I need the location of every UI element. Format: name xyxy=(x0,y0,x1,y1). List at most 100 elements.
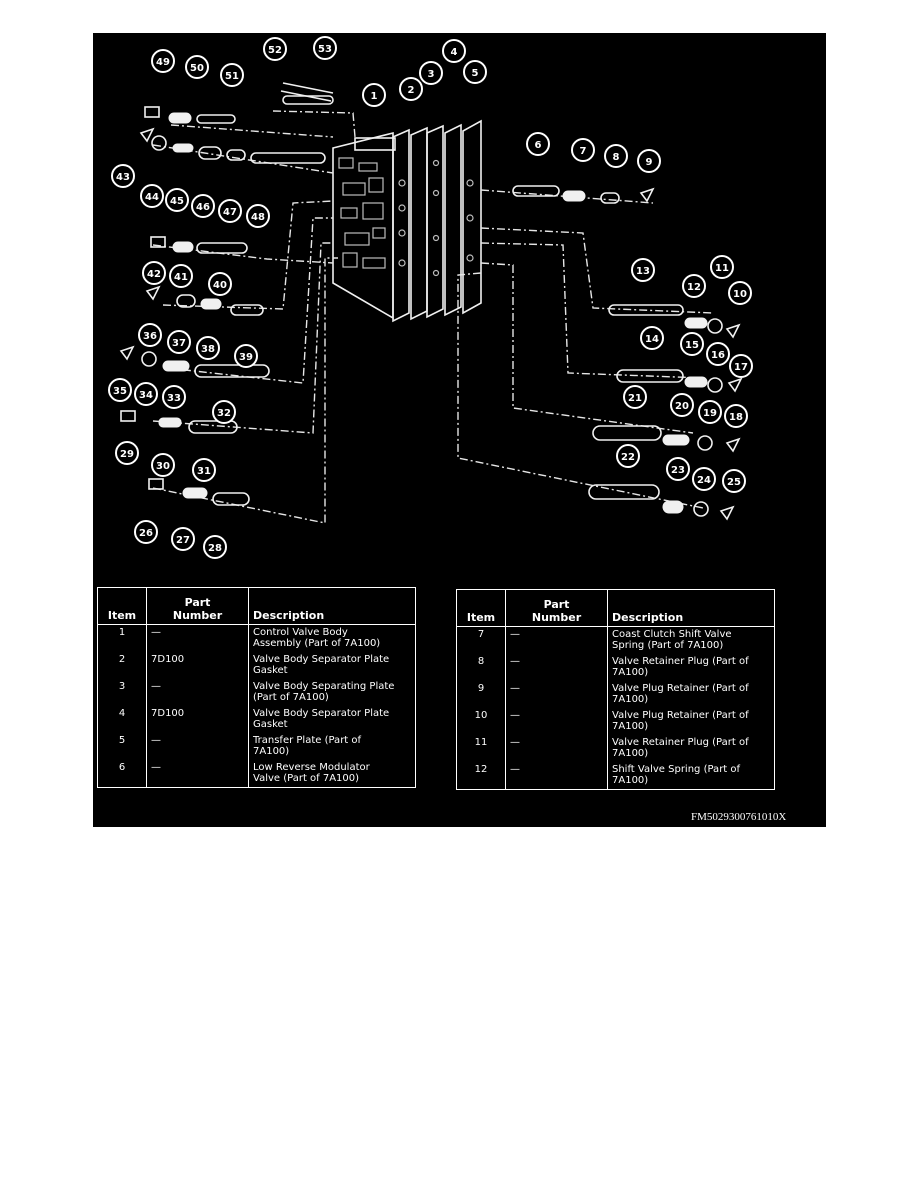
callout-46: 46 xyxy=(191,194,215,218)
item-cell: 5 xyxy=(97,733,147,760)
callout-23: 23 xyxy=(666,457,690,481)
callout-43: 43 xyxy=(111,164,135,188)
svg-text:17: 17 xyxy=(734,362,748,373)
svg-text:33: 33 xyxy=(167,393,181,404)
callout-8: 8 xyxy=(604,144,628,168)
part-number-cell: — xyxy=(505,762,608,790)
description-cell: Valve Retainer Plug (Part of 7A100) xyxy=(607,654,775,681)
callout-29: 29 xyxy=(115,441,139,465)
item-cell: 6 xyxy=(97,760,147,788)
table-row: 10—Valve Plug Retainer (Part of 7A100) xyxy=(456,708,775,735)
part-number-cell: — xyxy=(146,679,249,706)
svg-text:53: 53 xyxy=(318,44,332,55)
item-cell: 1 xyxy=(97,624,147,652)
callout-7: 7 xyxy=(571,138,595,162)
svg-text:18: 18 xyxy=(729,412,743,423)
svg-text:24: 24 xyxy=(697,475,711,486)
svg-text:46: 46 xyxy=(196,202,210,213)
svg-text:1: 1 xyxy=(371,91,378,102)
part-number-cell: — xyxy=(505,626,608,654)
description-cell: Transfer Plate (Part of 7A100) xyxy=(248,733,416,760)
svg-text:21: 21 xyxy=(628,393,642,404)
svg-text:25: 25 xyxy=(727,477,741,488)
callout-52: 52 xyxy=(263,37,287,61)
description-cell: Shift Valve Spring (Part of 7A100) xyxy=(607,762,775,790)
description-cell: Low Reverse Modulator Valve (Part of 7A1… xyxy=(248,760,416,788)
callout-bubbles: 1 2 3 4 5 6 7 8 9 10 11 12 13 14 15 16 1… xyxy=(108,36,753,559)
table-row: 1—Control Valve Body Assembly (Part of 7… xyxy=(97,624,416,652)
svg-text:39: 39 xyxy=(239,352,253,363)
svg-text:10: 10 xyxy=(733,289,747,300)
item-cell: 8 xyxy=(456,654,506,681)
description-cell: Valve Retainer Plug (Part of 7A100) xyxy=(607,735,775,762)
callout-14: 14 xyxy=(640,326,664,350)
svg-text:37: 37 xyxy=(172,338,186,349)
svg-text:31: 31 xyxy=(197,466,211,477)
svg-text:45: 45 xyxy=(170,196,184,207)
callout-39: 39 xyxy=(234,344,258,368)
svg-text:15: 15 xyxy=(685,340,699,351)
svg-text:48: 48 xyxy=(251,212,265,223)
callout-18: 18 xyxy=(724,404,748,428)
item-cell: 12 xyxy=(456,762,506,790)
svg-text:52: 52 xyxy=(268,45,282,56)
callout-37: 37 xyxy=(167,330,191,354)
table-header-row: Item Part Number Description xyxy=(456,589,775,627)
svg-text:28: 28 xyxy=(208,543,222,554)
svg-text:27: 27 xyxy=(176,535,190,546)
item-cell: 9 xyxy=(456,681,506,708)
description-cell: Valve Body Separator Plate Gasket xyxy=(248,706,416,733)
svg-text:49: 49 xyxy=(156,57,170,68)
part-number-cell: — xyxy=(505,681,608,708)
table-row: 11—Valve Retainer Plug (Part of 7A100) xyxy=(456,735,775,762)
callout-32: 32 xyxy=(212,400,236,424)
svg-text:8: 8 xyxy=(613,152,620,163)
callout-36: 36 xyxy=(138,323,162,347)
description-cell: Valve Body Separator Plate Gasket xyxy=(248,652,416,679)
svg-text:11: 11 xyxy=(715,263,729,274)
description-cell: Valve Plug Retainer (Part of 7A100) xyxy=(607,708,775,735)
callout-3: 3 xyxy=(419,61,443,85)
callout-28: 28 xyxy=(203,535,227,559)
svg-text:30: 30 xyxy=(156,461,170,472)
svg-text:32: 32 xyxy=(217,408,231,419)
callout-38: 38 xyxy=(196,336,220,360)
callout-51: 51 xyxy=(220,63,244,87)
callout-27: 27 xyxy=(171,527,195,551)
figure-code: FM5029300761010X xyxy=(691,811,787,823)
item-cell: 11 xyxy=(456,735,506,762)
svg-text:51: 51 xyxy=(225,71,239,82)
svg-text:36: 36 xyxy=(143,331,157,342)
callout-53: 53 xyxy=(313,36,337,60)
part-number-cell: — xyxy=(146,760,249,788)
svg-text:38: 38 xyxy=(201,344,215,355)
exploded-diagram-figure: 1 2 3 4 5 6 7 8 9 10 11 12 13 14 15 16 1… xyxy=(93,33,826,827)
valve-body-exploded-view: 1 2 3 4 5 6 7 8 9 10 11 12 13 14 15 16 1… xyxy=(108,36,753,559)
part-number-cell: — xyxy=(146,733,249,760)
item-cell: 7 xyxy=(456,626,506,654)
callout-45: 45 xyxy=(165,188,189,212)
svg-text:16: 16 xyxy=(711,350,725,361)
table-row: 5—Transfer Plate (Part of 7A100) xyxy=(97,733,416,760)
part-number-header: Part Number xyxy=(146,587,249,625)
table-header-row: Item Part Number Description xyxy=(97,587,416,625)
valve-components xyxy=(119,82,743,521)
callout-11: 11 xyxy=(710,255,734,279)
callout-31: 31 xyxy=(192,458,216,482)
part-number-header: Part Number xyxy=(505,589,608,627)
svg-text:47: 47 xyxy=(223,207,237,218)
callout-5: 5 xyxy=(463,60,487,84)
table-row: 6—Low Reverse Modulator Valve (Part of 7… xyxy=(97,760,416,788)
svg-text:42: 42 xyxy=(147,269,161,280)
callout-50: 50 xyxy=(185,55,209,79)
callout-49: 49 xyxy=(151,49,175,73)
svg-text:20: 20 xyxy=(675,401,689,412)
svg-text:5: 5 xyxy=(472,68,479,79)
callout-40: 40 xyxy=(208,272,232,296)
callout-33: 33 xyxy=(162,385,186,409)
svg-text:19: 19 xyxy=(703,408,717,419)
item-cell: 10 xyxy=(456,708,506,735)
svg-text:26: 26 xyxy=(139,528,153,539)
part-number-cell: — xyxy=(505,735,608,762)
